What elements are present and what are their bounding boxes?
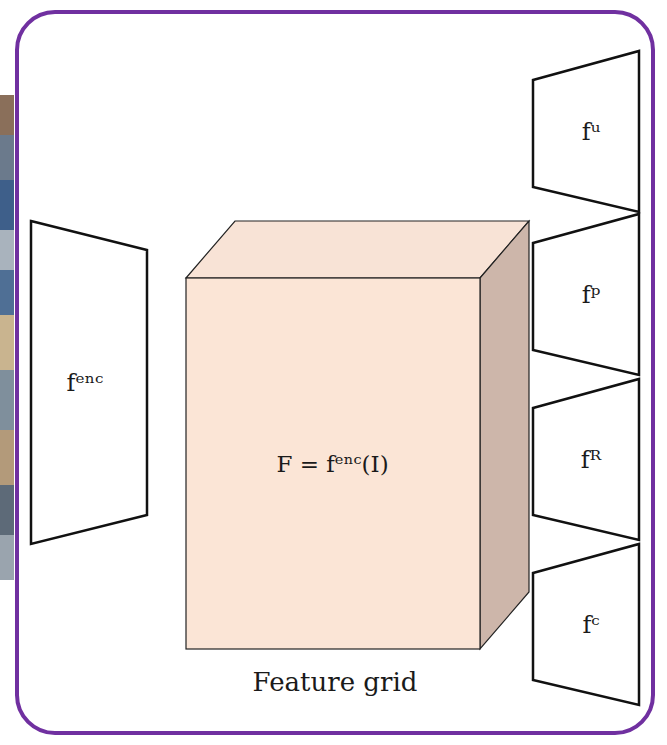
feature-cube: F = fᵉⁿᶜ(I) — [185, 220, 530, 650]
encoder-trapezoid: fᵉⁿᶜ — [30, 220, 148, 545]
decoder-trapezoid: fᴿ — [532, 378, 640, 541]
node-label: fᵖ — [542, 213, 640, 376]
node-label: fᵉⁿᶜ — [30, 220, 140, 545]
cube-outline — [185, 220, 530, 650]
decoder-trapezoid: fᶜ — [532, 543, 640, 706]
decoder-trapezoid: fᵖ — [532, 213, 640, 376]
node-label: F = fᵉⁿᶜ(I) — [185, 278, 480, 650]
feature-grid-panel: Feature grid fᵉⁿᶜ F = fᵉⁿᶜ(I) fᵘfᵖfᴿfᶜ — [15, 10, 655, 735]
node-label: fᵘ — [542, 50, 640, 213]
panel-title: Feature grid — [19, 662, 651, 702]
decoder-trapezoid: fᵘ — [532, 50, 640, 213]
node-label: fᴿ — [542, 378, 640, 541]
node-label: fᶜ — [542, 543, 640, 706]
